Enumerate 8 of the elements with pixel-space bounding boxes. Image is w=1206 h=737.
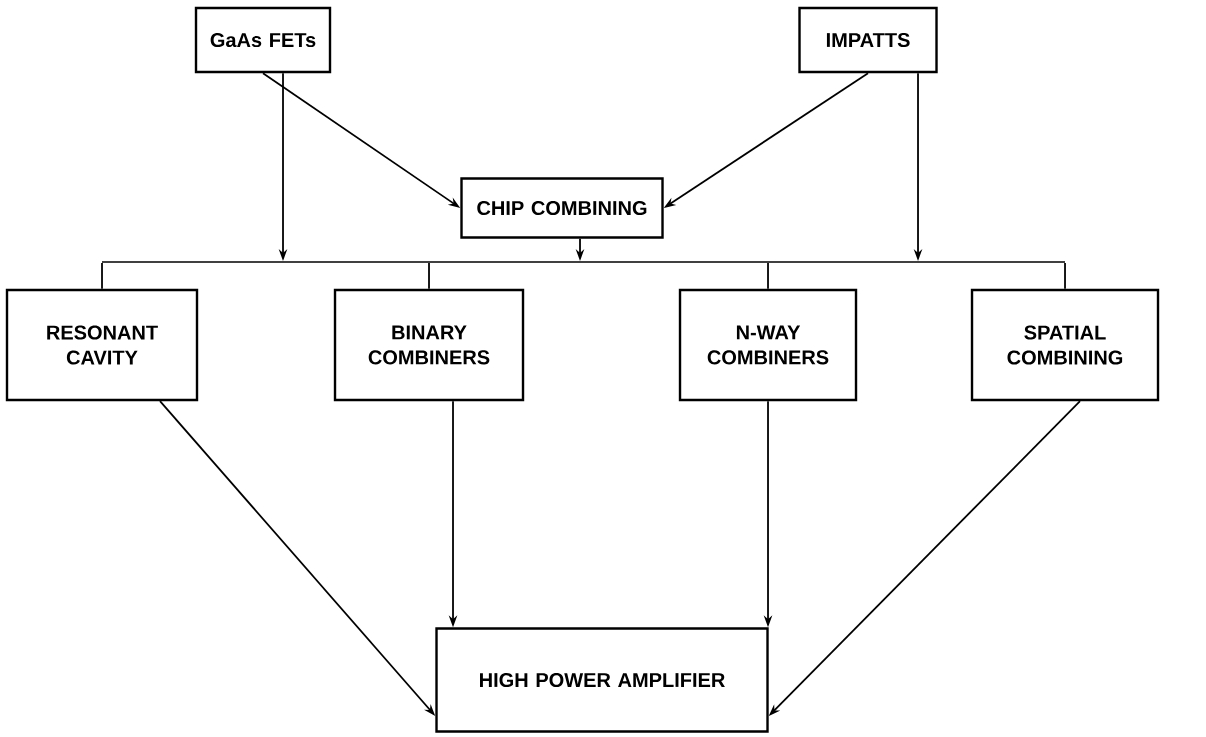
process-box: SPATIAL COMBINING <box>970 288 1160 402</box>
process-box: RESONANT CAVITY <box>5 288 199 402</box>
process-box: CHIP COMBINING <box>460 177 664 239</box>
source-box: IMPATTS <box>798 6 938 74</box>
process-box: N-WAY COMBINERS <box>678 288 858 402</box>
source-box: GaAs FETs <box>194 6 332 74</box>
output-box: HIGH POWER AMPLIFIER <box>435 627 769 733</box>
process-box: BINARY COMBINERS <box>333 288 525 402</box>
